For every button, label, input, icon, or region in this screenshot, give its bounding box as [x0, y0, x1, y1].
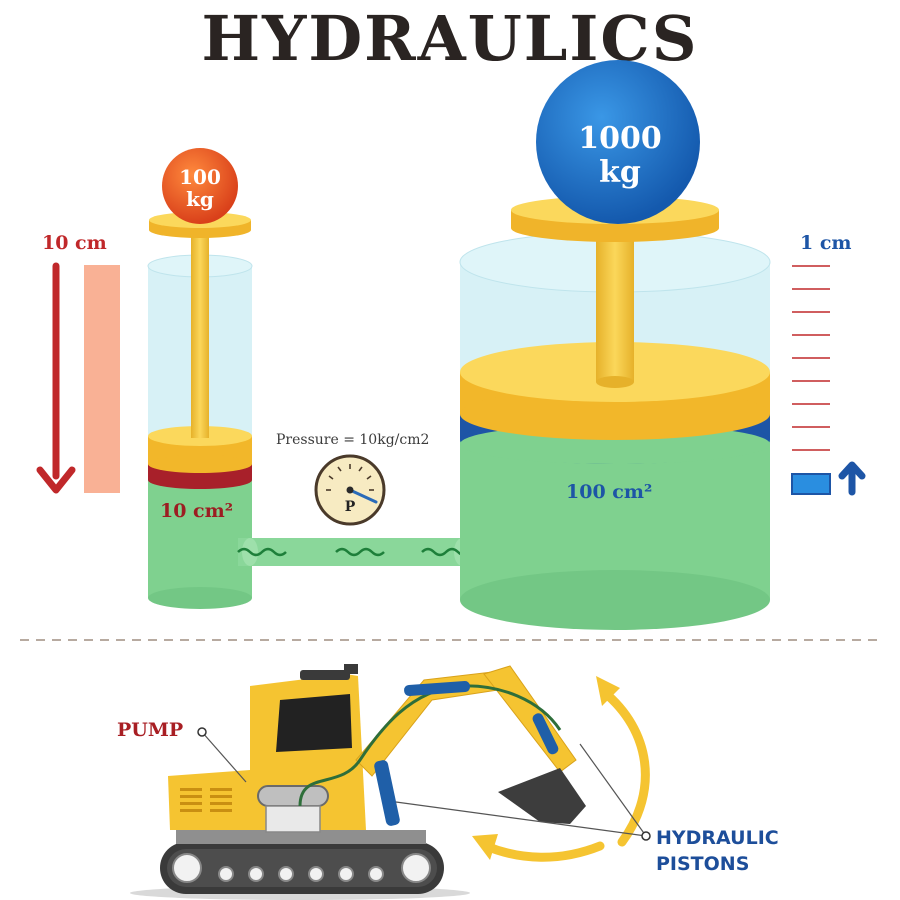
swing-arrow-icon [481, 841, 605, 862]
large-piston-rod [596, 236, 634, 382]
large-cylinder [459, 60, 771, 630]
hydraulic-piston-stick [532, 713, 559, 755]
excavator-bucket [498, 768, 586, 824]
hydraulic-piston-lift [374, 760, 400, 826]
small-cylinder-base [148, 587, 252, 609]
large-weight [536, 60, 700, 224]
engine-vents [180, 788, 232, 812]
gauge-ticks [326, 464, 374, 491]
pressure-gauge [314, 454, 386, 526]
small-weight [162, 148, 238, 224]
gauge-needle-icon [348, 488, 378, 504]
large-area-label: 100 cm² [566, 481, 653, 503]
small-cylinder-fluid [148, 478, 252, 598]
connecting-pipe [237, 538, 472, 566]
large-distance-label: 1 cm [800, 232, 852, 254]
pump-label: PUMP [117, 719, 184, 741]
hydraulic-piston-boom [404, 681, 471, 696]
small-weight-label: 100 kg [179, 165, 221, 211]
flow-wave-icon [237, 547, 287, 557]
small-cylinder [147, 148, 253, 609]
hydraulic-pistons-label: HYDRAULIC PISTONS [656, 827, 779, 875]
large-distance-indicator [791, 265, 866, 496]
excavator-stick [483, 665, 577, 773]
large-cylinder-base [460, 570, 770, 630]
pump-unit [257, 785, 329, 807]
small-piston-rod [191, 232, 209, 438]
pressure-label: Pressure = 10kg/cm2 [276, 432, 430, 448]
travel-block [791, 473, 831, 495]
cab-roof [300, 670, 350, 680]
small-distance-indicator [36, 262, 120, 494]
track-wheels [172, 853, 431, 883]
engine-housing [168, 770, 250, 830]
large-weight-label: 1000 kg [578, 121, 662, 190]
excavator-illustration [130, 664, 651, 900]
small-distance-label: 10 cm [42, 232, 107, 254]
flow-wave-icon [335, 547, 385, 557]
cab-window [276, 694, 352, 752]
rotate-arrow-icon [599, 687, 650, 847]
hydraulic-hose [298, 684, 562, 807]
small-area-label: 10 cm² [160, 500, 234, 522]
scale-ticks [792, 265, 830, 451]
travel-bar [84, 265, 120, 493]
gauge-symbol: P [344, 499, 356, 515]
pistons-callout-line [395, 801, 647, 837]
pump-callout-line [201, 731, 247, 783]
